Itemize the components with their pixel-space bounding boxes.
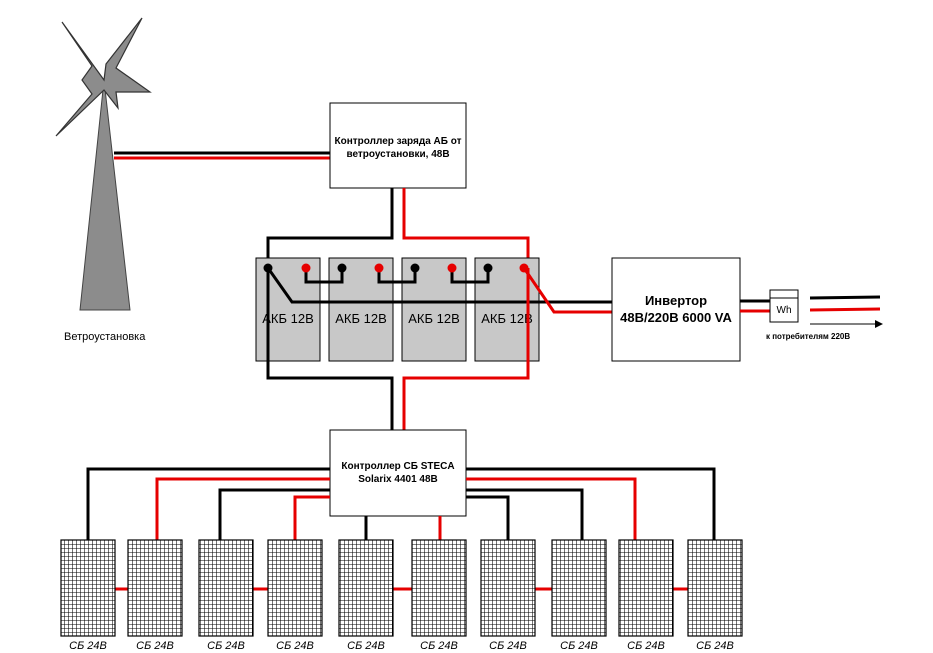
battery-label: АКБ 12В xyxy=(481,311,533,326)
battery-label: АКБ 12В xyxy=(335,311,387,326)
wire-out-negative xyxy=(809,295,881,300)
terminal-negative xyxy=(410,263,420,273)
solar-panel: СБ 24В xyxy=(411,539,467,652)
solar-panel: СБ 24В xyxy=(687,539,743,652)
inverter: Инвертор 48В/220В 6000 VA xyxy=(611,257,741,362)
solar-panel: СБ 24В xyxy=(60,539,116,652)
solar-array: СБ 24В СБ 24В СБ 24В СБ 24В СБ 24В СБ 24… xyxy=(60,539,743,652)
consumers-label: к потребителям 220В xyxy=(766,332,850,341)
solar-panel: СБ 24В xyxy=(551,539,607,652)
wire-controller-positive xyxy=(402,188,530,268)
wind-controller-line2: ветроустановки, 48В xyxy=(346,149,449,160)
battery-bank: АКБ 12В АКБ 12В АКБ 12В АКБ 12В xyxy=(255,257,540,362)
wind-turbine: Ветроустановка xyxy=(55,17,152,343)
solar-panel-label: СБ 24В xyxy=(627,640,665,652)
inverter-line2: 48В/220В 6000 VA xyxy=(620,310,732,325)
battery-label: АКБ 12В xyxy=(262,311,314,326)
wire-solar-negative xyxy=(266,268,394,430)
inverter-line1: Инвертор xyxy=(645,293,707,308)
solar-panel: СБ 24В xyxy=(480,539,536,652)
wind-charge-controller: Контроллер заряда АБ от ветроустановки, … xyxy=(329,102,467,189)
solar-panel-label: СБ 24В xyxy=(696,640,734,652)
terminal-positive xyxy=(519,263,529,273)
terminal-negative xyxy=(337,263,347,273)
wire-solar-positive xyxy=(402,268,530,430)
solar-charge-controller: Контроллер СБ STECA Solarix 4401 48В xyxy=(329,429,467,517)
wind-turbine-tower xyxy=(79,79,131,311)
battery-terminals xyxy=(263,263,529,273)
solar-panel-label: СБ 24В xyxy=(69,640,107,652)
terminal-positive xyxy=(374,263,384,273)
battery: АКБ 12В xyxy=(255,257,321,362)
wire-inverter-negative xyxy=(266,267,612,304)
solar-panel: СБ 24В xyxy=(267,539,323,652)
solar-panel-label: СБ 24В xyxy=(136,640,174,652)
meter-label: Wh xyxy=(777,305,792,316)
solar-panel-label: СБ 24В xyxy=(420,640,458,652)
solar-panel-label: СБ 24В xyxy=(276,640,314,652)
solar-controller-line2: Solarix 4401 48В xyxy=(358,474,438,485)
battery: АКБ 12В xyxy=(401,257,467,362)
battery-label: АКБ 12В xyxy=(408,311,460,326)
terminal-negative xyxy=(263,263,273,273)
solar-panel-label: СБ 24В xyxy=(489,640,527,652)
terminal-positive xyxy=(301,263,311,273)
solar-panel: СБ 24В xyxy=(338,539,394,652)
energy-meter: Wh xyxy=(769,289,799,323)
solar-panel-label: СБ 24В xyxy=(347,640,385,652)
wind-turbine-rotor xyxy=(55,17,152,137)
wind-turbine-label: Ветроустановка xyxy=(64,331,146,343)
wire-inverter-positive xyxy=(522,267,612,314)
terminal-negative xyxy=(483,263,493,273)
solar-controller-line1: Контроллер СБ STECA xyxy=(341,461,454,472)
solar-panel: СБ 24В xyxy=(618,539,674,652)
solar-array-wiring xyxy=(86,467,716,591)
wind-controller-line1: Контроллер заряда АБ от xyxy=(335,136,462,147)
solar-panel: СБ 24В xyxy=(198,539,254,652)
wire-controller-negative xyxy=(266,188,394,268)
battery: АКБ 12В xyxy=(328,257,394,362)
solar-panel: СБ 24В xyxy=(127,539,183,652)
battery-series-wires xyxy=(304,268,490,284)
solar-panel-label: СБ 24В xyxy=(560,640,598,652)
solar-panel-label: СБ 24В xyxy=(207,640,245,652)
terminal-positive xyxy=(447,263,457,273)
wire-out-positive xyxy=(809,307,881,312)
